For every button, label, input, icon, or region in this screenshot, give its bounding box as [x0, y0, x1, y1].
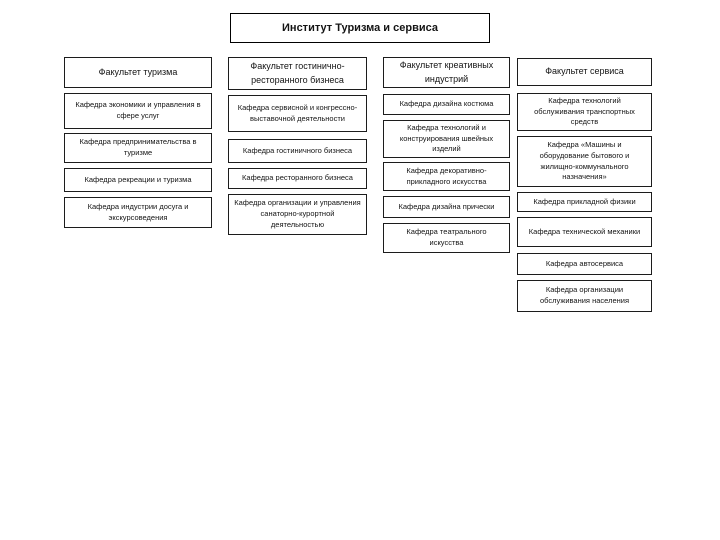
- faculty-header-tourism: Факультет туризма: [64, 57, 212, 88]
- department-box: Кафедра театрального искусства: [383, 223, 510, 253]
- department-box: Кафедра технологий и конструирования шве…: [383, 120, 510, 158]
- department-box: Кафедра дизайна прически: [383, 196, 510, 218]
- department-box: Кафедра сервисной и конгрессно-выставочн…: [228, 95, 367, 132]
- department-box: Кафедра индустрии досуга и экскурсоведен…: [64, 197, 212, 228]
- faculty-header-hotel-restaurant: Факультет гостинично-ресторанного бизнес…: [228, 57, 367, 90]
- department-box: Кафедра «Машины и оборудование бытового …: [517, 136, 652, 187]
- department-box: Кафедра организации и управления санатор…: [228, 194, 367, 235]
- department-box: Кафедра экономики и управления в сфере у…: [64, 93, 212, 129]
- faculty-header-service: Факультет сервиса: [517, 58, 652, 86]
- department-box: Кафедра автосервиса: [517, 253, 652, 275]
- department-box: Кафедра технологий обслуживания транспор…: [517, 93, 652, 131]
- department-box: Кафедра ресторанного бизнеса: [228, 168, 367, 189]
- department-box: Кафедра организации обслуживания населен…: [517, 280, 652, 312]
- department-box: Кафедра технической механики: [517, 217, 652, 247]
- department-box: Кафедра гостиничного бизнеса: [228, 139, 367, 163]
- department-box: Кафедра прикладной физики: [517, 192, 652, 212]
- department-box: Кафедра дизайна костюма: [383, 94, 510, 115]
- department-box: Кафедра предпринимательства в туризме: [64, 133, 212, 163]
- department-box: Кафедра рекреации и туризма: [64, 168, 212, 192]
- faculty-header-creative-industries: Факультет креативных индустрий: [383, 57, 510, 88]
- institute-title-box: Институт Туризма и сервиса: [230, 13, 490, 43]
- department-box: Кафедра декоративно-прикладного искусств…: [383, 162, 510, 191]
